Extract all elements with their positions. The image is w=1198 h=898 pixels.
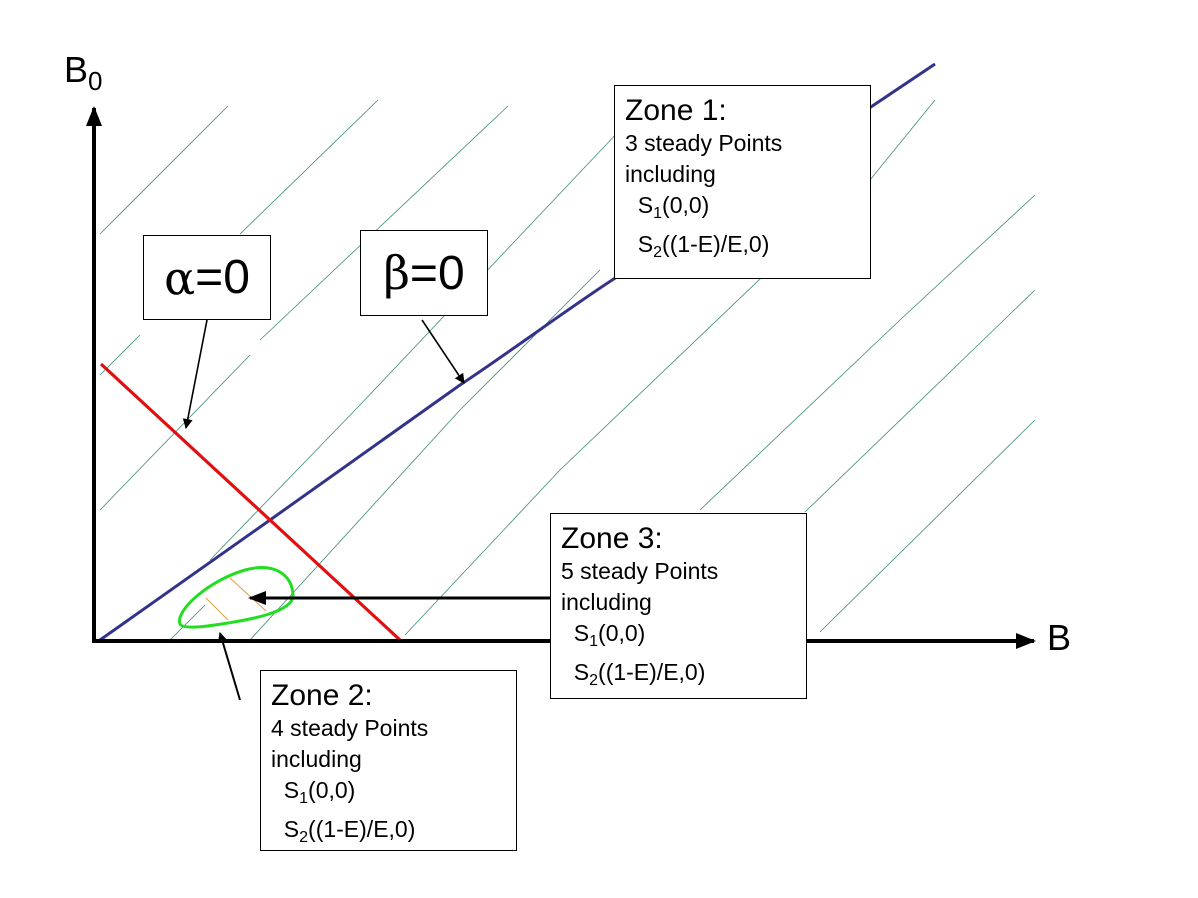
hatch-line — [100, 580, 130, 610]
loop-hatch-line — [229, 577, 267, 612]
point-subscript: 1 — [589, 633, 599, 650]
zone2-point-s1: S1(0,0) — [271, 775, 506, 814]
zone2-box: Zone 2: 4 steady Points including S1(0,0… — [260, 670, 517, 851]
alpha-label-arrow — [182, 319, 208, 429]
hatch-line — [404, 469, 561, 636]
beta-zero-label: β=0 — [360, 230, 488, 316]
zone1-including: including — [625, 161, 716, 187]
point-name: S — [573, 620, 590, 646]
y-axis-label-main: B — [64, 49, 89, 90]
y-axis-label: B0 — [64, 49, 103, 96]
zone1-point-s2: S2((1-E)/E,0) — [625, 229, 860, 268]
point-subscript: 2 — [589, 672, 599, 689]
point-coords: (0,0) — [598, 620, 646, 646]
point-name: S — [637, 192, 654, 218]
point-subscript: 2 — [653, 244, 663, 261]
zone2-arrow — [217, 632, 241, 701]
hatch-line — [459, 269, 601, 411]
point-coords: (0,0) — [662, 192, 710, 218]
beta-equals-zero: =0 — [409, 246, 465, 300]
zone3-point-s1: S1(0,0) — [561, 618, 796, 657]
zone1-title: Zone 1: — [625, 94, 727, 127]
point-subscript: 1 — [299, 790, 309, 807]
beta-label-arrow — [421, 319, 465, 384]
hatch-line — [259, 105, 509, 341]
zone3-point-s2: S2((1-E)/E,0) — [561, 657, 796, 696]
point-coords: ((1-E)/E,0) — [662, 231, 770, 257]
beta-symbol: β — [383, 246, 410, 300]
hatch-line — [249, 409, 461, 641]
hatch-line — [99, 105, 229, 235]
hatch-line — [819, 419, 1036, 633]
point-name: S — [573, 659, 590, 685]
loop-hatch-line — [205, 597, 229, 621]
zone1-count: 3 steady Points — [625, 130, 783, 156]
zone3-box: Zone 3: 5 steady Points including S1(0,0… — [550, 513, 807, 699]
zone2-loop — [178, 566, 295, 629]
hatch-line — [899, 194, 1036, 321]
alpha-equals-zero: =0 — [195, 251, 250, 304]
hatch-line — [804, 289, 1036, 513]
point-name: S — [283, 816, 300, 842]
zone2-title: Zone 2: — [271, 679, 373, 712]
y-axis-label-subscript: 0 — [88, 66, 103, 96]
zone3-count: 5 steady Points — [561, 558, 719, 584]
hatch-line — [559, 259, 781, 471]
x-axis-label-text: B — [1047, 617, 1072, 658]
point-coords: ((1-E)/E,0) — [308, 816, 416, 842]
zone1-box: Zone 1: 3 steady Points including S1(0,0… — [614, 85, 871, 279]
hatch-line — [359, 129, 621, 406]
hatch-line — [869, 99, 936, 181]
point-name: S — [637, 231, 654, 257]
zone2-including: including — [271, 746, 362, 772]
point-coords: ((1-E)/E,0) — [598, 659, 706, 685]
zone2-count: 4 steady Points — [271, 715, 429, 741]
alpha-zero-line — [99, 362, 402, 642]
alpha-symbol: α — [164, 250, 196, 305]
hatch-line — [699, 319, 901, 511]
alpha-zero-label: α=0 — [143, 235, 271, 320]
x-axis-label: B — [1047, 620, 1071, 656]
point-subscript: 2 — [299, 829, 309, 846]
point-subscript: 1 — [653, 205, 663, 222]
point-name: S — [283, 777, 300, 803]
hatch-lines — [99, 99, 1036, 641]
zone3-including: including — [561, 589, 652, 615]
zone3-title: Zone 3: — [561, 522, 663, 555]
zone1-point-s1: S1(0,0) — [625, 190, 860, 229]
hatch-line — [209, 404, 361, 561]
hatch-line — [239, 99, 379, 235]
point-coords: (0,0) — [308, 777, 356, 803]
hatch-line — [169, 604, 206, 641]
zone2-point-s2: S2((1-E)/E,0) — [271, 814, 506, 853]
